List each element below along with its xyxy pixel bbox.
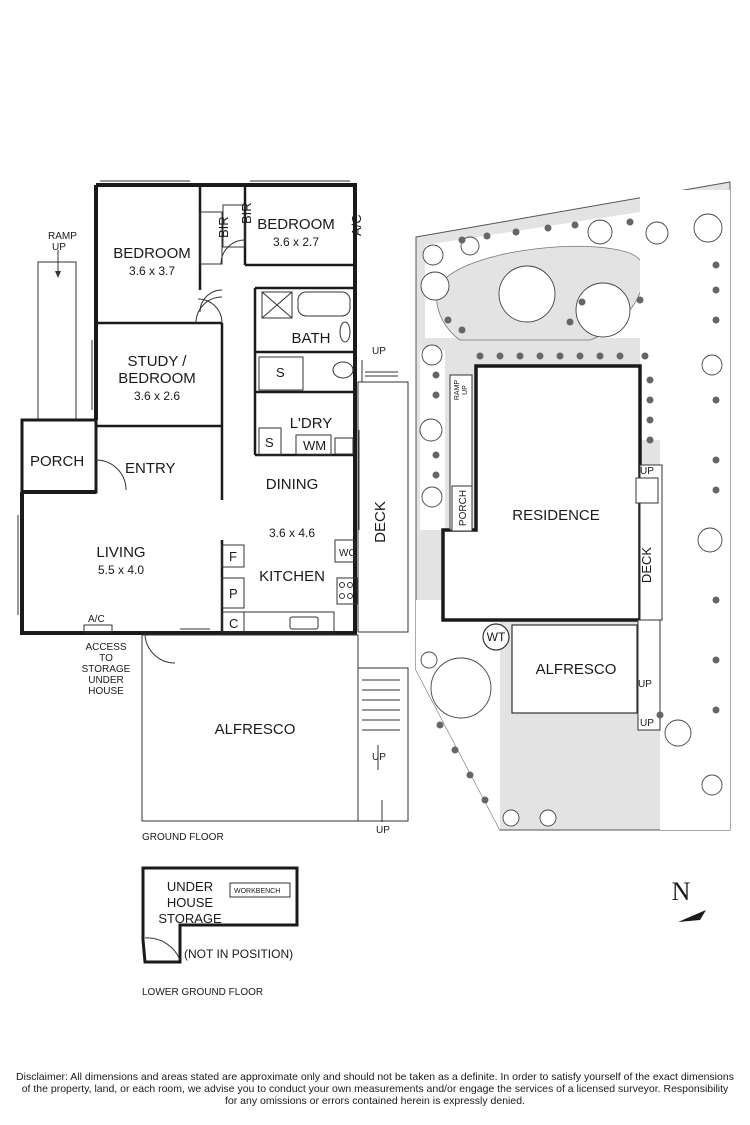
access-line-5: HOUSE <box>88 686 124 697</box>
bedroom2-label: BEDROOM <box>257 216 335 233</box>
site-up-label-2: UP <box>638 679 652 690</box>
workbench-label: WORKBENCH <box>234 888 280 895</box>
bath-label: BATH <box>292 330 331 347</box>
storage-line-3: STORAGE <box>158 911 222 926</box>
bedroom1-label: BEDROOM <box>113 245 191 262</box>
bir-label-2: BIR <box>239 202 254 224</box>
north-label: N <box>672 877 691 906</box>
site-wt-label: WT <box>487 630 506 644</box>
access-line-3: STORAGE <box>82 664 131 675</box>
site-ramp-up-label: UP <box>462 385 469 395</box>
lower-ground-floor-plan <box>141 866 299 964</box>
sink-label: S <box>265 435 274 450</box>
site-up-label-1: UP <box>640 466 654 477</box>
ramp-up-label: UP <box>52 242 66 253</box>
deck-label: DECK <box>372 501 389 543</box>
wo-label: WO <box>339 548 356 559</box>
study-label-2: BEDROOM <box>118 370 196 387</box>
pantry-label: P <box>229 586 238 601</box>
bir-label-1: BIR <box>216 216 231 238</box>
dining-dims: 3.6 x 4.6 <box>269 526 315 540</box>
shower-label: S <box>276 365 285 380</box>
site-plan <box>415 181 731 831</box>
alfresco-label: ALFRESCO <box>215 721 296 738</box>
access-line-2: TO <box>99 653 113 664</box>
ramp <box>37 261 77 421</box>
ac-label-bedroom: A/C <box>349 214 364 236</box>
living-label: LIVING <box>96 544 145 561</box>
living-dims: 5.5 x 4.0 <box>98 563 144 577</box>
kitchen-label: KITCHEN <box>259 568 325 585</box>
access-line-4: UNDER <box>88 675 124 686</box>
site-ramp-label: RAMP <box>454 380 461 401</box>
ramp-label: RAMP <box>48 231 77 242</box>
site-up-label-3: UP <box>640 718 654 729</box>
site-porch-label: PORCH <box>458 490 469 526</box>
deck-up-label: UP <box>372 346 386 357</box>
porch-label: PORCH <box>30 453 84 470</box>
lower-ground-floor-label: LOWER GROUND FLOOR <box>142 987 263 998</box>
wm-label: WM <box>303 438 326 453</box>
dining-label: DINING <box>266 476 319 493</box>
site-deck-label: DECK <box>639 547 654 583</box>
site-alfresco-label: ALFRESCO <box>536 661 617 678</box>
not-in-position-label: (NOT IN POSITION) <box>184 947 293 961</box>
bedroom2-dims: 3.6 x 2.7 <box>273 235 319 249</box>
cupboard-label: C <box>229 616 238 631</box>
entry-label: ENTRY <box>125 460 176 477</box>
fridge-label: F <box>229 549 237 564</box>
disclaimer-line-3: for any omissions or errors contained he… <box>225 1095 525 1107</box>
study-label: STUDY / <box>128 353 188 370</box>
site-residence <box>441 364 642 622</box>
alfresco-up-label: UP <box>372 752 386 763</box>
site-residence-label: RESIDENCE <box>512 507 600 524</box>
storage-line-2: HOUSE <box>167 895 214 910</box>
bedroom1-dims: 3.6 x 3.7 <box>129 264 175 278</box>
storage-line-1: UNDER <box>167 879 213 894</box>
north-arrow-icon <box>678 910 706 922</box>
ground-floor-plan <box>17 180 409 822</box>
stair-up-label: UP <box>376 825 390 836</box>
ground-floor-label: GROUND FLOOR <box>142 832 224 843</box>
study-dims: 3.6 x 2.6 <box>134 389 180 403</box>
disclaimer-line-1: Disclaimer: All dimensions and areas sta… <box>16 1071 734 1083</box>
access-line-1: ACCESS <box>85 642 126 653</box>
disclaimer-line-2: of the property, land, or each room, we … <box>22 1083 729 1095</box>
ac-label-living: A/C <box>88 614 105 625</box>
laundry-label: L'DRY <box>290 415 333 432</box>
